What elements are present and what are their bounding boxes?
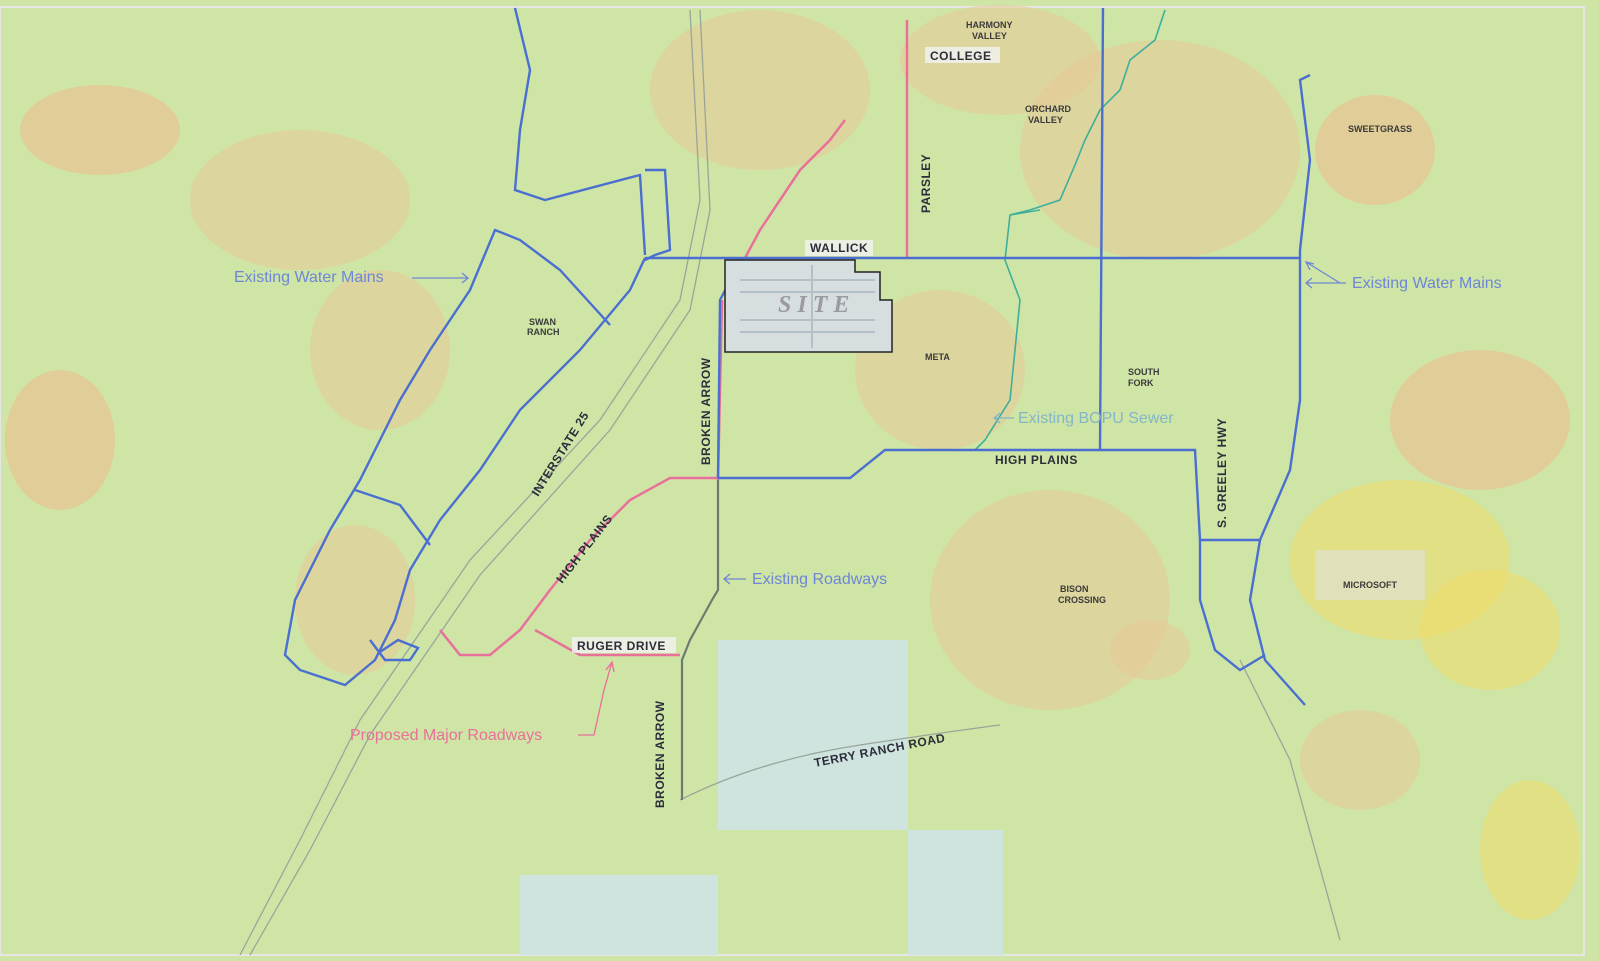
annotation-water-mains-east: Existing Water Mains — [1352, 275, 1502, 292]
broken-arrow-road — [680, 480, 720, 800]
swan-line-2: RANCH — [527, 327, 560, 337]
road-label-s-greeley-hwy: S. GREELEY HWY — [1215, 418, 1229, 528]
section-parcel — [908, 830, 1003, 955]
proposed-road-ruger-drive — [534, 628, 680, 657]
site-boundary — [724, 259, 893, 353]
place-label-south-fork: SOUTH FORK — [1128, 367, 1162, 388]
harmony-line-1: HARMONY — [966, 20, 1012, 30]
annotation-sewer: Existing BOPU Sewer — [1018, 410, 1174, 427]
developed-area — [1110, 620, 1190, 680]
harmony-line-2: VALLEY — [972, 31, 1007, 41]
annotation-water-mains-west: Existing Water Mains — [234, 269, 384, 286]
developed-area — [855, 290, 1025, 450]
bison-line-1: BISON — [1060, 584, 1089, 594]
swan-line-1: SWAN — [529, 317, 556, 327]
place-label-swan-ranch: SWAN RANCH — [527, 317, 560, 337]
site-buildings — [740, 265, 875, 348]
land-use-layer — [5, 5, 1580, 955]
place-label-sweetgrass: SWEETGRASS — [1348, 124, 1412, 134]
existing-roadways-layer — [680, 480, 720, 800]
section-parcel — [520, 875, 718, 955]
road-label-parsley: PARSLEY — [919, 154, 933, 213]
place-label-bison-crossing: BISON CROSSING — [1058, 584, 1106, 605]
developed-area — [930, 490, 1170, 710]
orchard-line-2: VALLEY — [1028, 115, 1063, 125]
road-label-college: COLLEGE — [930, 49, 992, 63]
developed-area — [310, 270, 450, 430]
arrow-icon — [412, 272, 470, 284]
water-main-i25-loop — [644, 168, 672, 262]
water-main-greeley-spur — [1198, 540, 1266, 672]
bopu-sewer-line — [974, 9, 1166, 451]
road-label-high-plains-east: HIGH PLAINS — [995, 453, 1078, 467]
place-label-orchard-valley: ORCHARD VALLEY — [1025, 104, 1074, 125]
arrow-icon — [722, 573, 746, 585]
water-mains-layer — [283, 7, 1312, 706]
place-labels: HARMONY VALLEY ORCHARD VALLEY SWEETGRASS… — [527, 20, 1425, 605]
minor-roads-layer — [239, 9, 1341, 956]
place-label-harmony-valley: HARMONY VALLEY — [966, 20, 1015, 41]
place-label-microsoft: MICROSOFT — [1343, 580, 1397, 590]
developed-area — [1315, 95, 1435, 205]
water-main-vertical — [1098, 7, 1105, 451]
developed-area — [1020, 40, 1300, 260]
proposed-road-high-plains — [439, 476, 718, 657]
greeley-rail-line — [1239, 659, 1341, 941]
arrow-icon — [992, 412, 1014, 424]
annotations: Existing Water Mains Existing Water Main… — [234, 261, 1502, 744]
interstate-25-line — [239, 9, 701, 956]
developed-area — [5, 370, 115, 510]
developed-area — [20, 85, 180, 175]
water-main-swan-ranch — [283, 228, 647, 687]
sewer-branch — [1009, 209, 1041, 216]
south-fork-line-1: SOUTH — [1128, 367, 1160, 377]
developed-area — [1390, 350, 1570, 490]
arrow-icon — [1304, 261, 1346, 289]
developed-area — [650, 10, 870, 170]
orchard-line-1: ORCHARD — [1025, 104, 1071, 114]
section-parcel — [718, 640, 908, 830]
site-parcel: SITE — [724, 259, 893, 353]
water-main-east — [1248, 73, 1312, 706]
water-main-cross-1 — [354, 488, 431, 546]
railroad-line — [249, 9, 711, 956]
water-main-high-plains — [718, 448, 1260, 542]
road-label-broken-arrow-north: BROKEN ARROW — [699, 357, 713, 465]
proposed-road-wallick-connector — [743, 119, 846, 259]
road-label-broken-arrow-south: BROKEN ARROW — [653, 700, 667, 808]
place-label-meta: META — [925, 352, 950, 362]
road-label-ruger-drive: RUGER DRIVE — [577, 639, 666, 653]
water-main-north-loop — [513, 7, 647, 256]
map-frame — [0, 6, 1585, 956]
bison-line-2: CROSSING — [1058, 595, 1106, 605]
developed-area — [190, 130, 410, 270]
terry-ranch-road-line — [679, 724, 1001, 801]
developed-area — [1300, 710, 1420, 810]
road-label-wallick: WALLICK — [810, 241, 868, 255]
yellow-area — [1480, 780, 1580, 920]
site-label: SITE — [778, 292, 855, 318]
developed-area — [295, 525, 415, 675]
water-main-loop-small — [369, 638, 420, 662]
sewer-layer — [974, 9, 1166, 451]
south-fork-line-2: FORK — [1128, 378, 1154, 388]
yellow-area — [1420, 570, 1560, 690]
arrow-icon — [578, 660, 615, 736]
annotation-roadways: Existing Roadways — [752, 571, 887, 588]
annotation-proposed: Proposed Major Roadways — [350, 727, 542, 744]
